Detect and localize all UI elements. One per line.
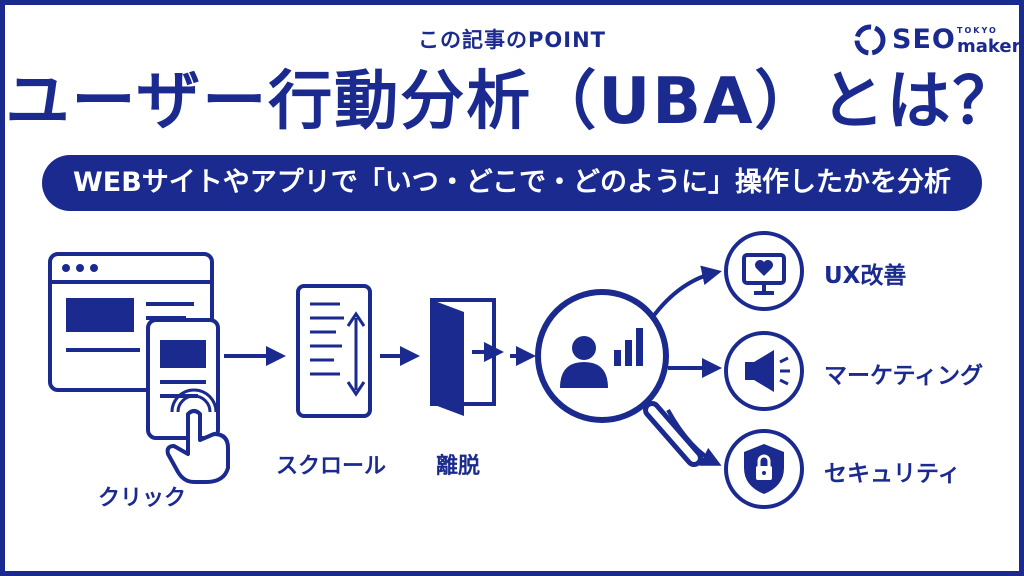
brand-tokyo-text: TOKYO — [957, 26, 998, 35]
outcome-label-marketing: マーケティング — [824, 363, 984, 389]
outcome-label-security: セキュリティ — [824, 461, 961, 487]
definition-banner: WEBサイトやアプリで「いつ・どこで・どのように」操作したかを分析 — [42, 155, 982, 211]
step-label-scroll: スクロール — [276, 454, 387, 479]
branch-arrow-ux — [650, 265, 722, 320]
logo-ring-icon — [854, 24, 886, 56]
megaphone-icon — [724, 331, 804, 411]
exit-door-icon — [430, 298, 504, 416]
brand-maker-text: maker — [957, 36, 1021, 57]
branch-arrow-security — [666, 409, 722, 466]
outcome-label-ux: UX改善 — [824, 263, 907, 289]
brand-logo[interactable]: SEO TOKYO maker — [852, 20, 1020, 64]
scroll-document-icon — [296, 284, 372, 418]
article-point-label: この記事のPOINT — [418, 28, 606, 52]
smartphone-icon — [146, 318, 220, 440]
monitor-heart-icon — [724, 231, 804, 311]
page-title: ユーザー行動分析（UBA）とは？ — [5, 65, 1019, 139]
step-label-click: クリック — [98, 486, 187, 511]
analysis-magnifier-icon — [535, 289, 703, 467]
shield-lock-icon — [724, 429, 804, 509]
brand-seo-text: SEO — [892, 24, 956, 55]
step-label-exit: 離脱 — [436, 454, 481, 479]
tap-hand-icon — [165, 388, 230, 484]
